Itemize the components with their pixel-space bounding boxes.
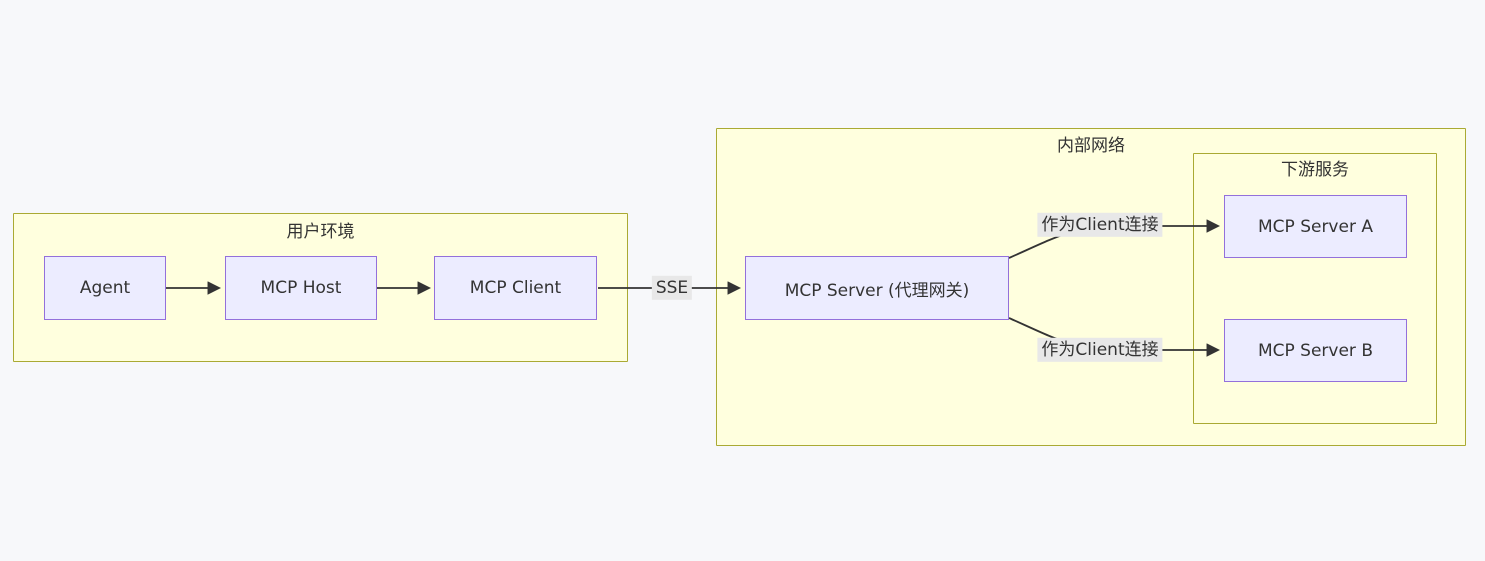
node-mcp-server-a: MCP Server A	[1224, 195, 1407, 258]
edge-label-sse: SSE	[651, 275, 693, 301]
node-mcp-server-gateway-label: MCP Server (代理网关)	[784, 280, 970, 301]
node-mcp-host: MCP Host	[225, 256, 377, 320]
node-agent-label: Agent	[79, 278, 131, 298]
node-mcp-server-a-label: MCP Server A	[1258, 216, 1373, 237]
cluster-user-environment-title: 用户环境	[286, 222, 355, 242]
edge-label-connect-as-client-b: 作为Client连接	[1037, 337, 1163, 363]
cluster-internal-network-title: 内部网络	[1057, 136, 1125, 156]
node-mcp-host-label: MCP Host	[260, 278, 342, 298]
node-mcp-client-label: MCP Client	[469, 278, 562, 298]
cluster-downstream-services: 下游服务	[1193, 153, 1437, 424]
node-mcp-server-b-label: MCP Server B	[1257, 340, 1373, 361]
node-mcp-server-b: MCP Server B	[1224, 319, 1407, 382]
node-agent: Agent	[44, 256, 166, 320]
node-mcp-server-gateway: MCP Server (代理网关)	[745, 256, 1009, 320]
edge-label-connect-as-client-a: 作为Client连接	[1037, 212, 1163, 238]
node-mcp-client: MCP Client	[434, 256, 597, 320]
cluster-downstream-services-title: 下游服务	[1281, 160, 1349, 180]
